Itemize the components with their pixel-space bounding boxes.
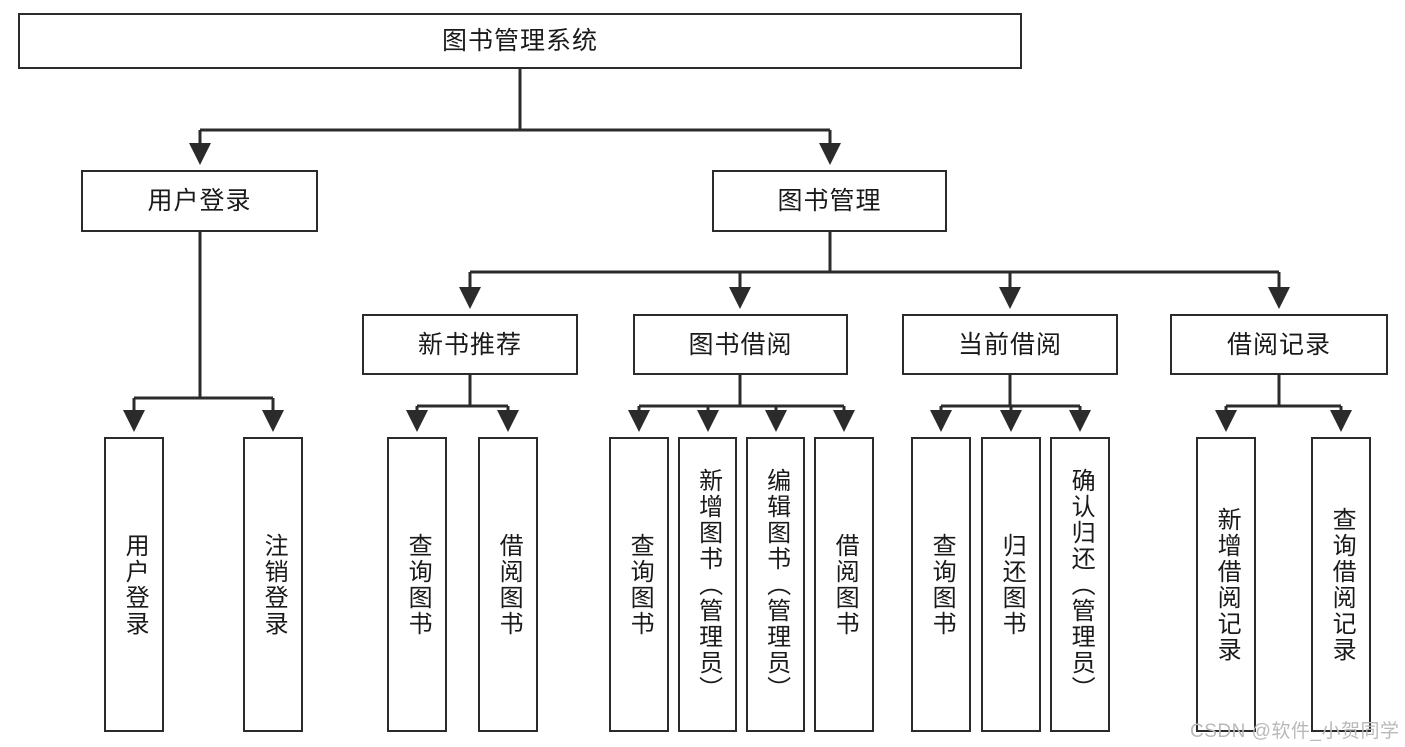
node-leaf-borrow-book-1[interactable]: 借阅图书	[478, 437, 538, 732]
node-label: 借阅图书	[495, 532, 523, 637]
node-leaf-user-logout[interactable]: 注销登录	[243, 437, 303, 732]
node-root[interactable]: 图书管理系统	[18, 13, 1022, 69]
node-leaf-add-record[interactable]: 新增借阅记录	[1196, 437, 1256, 732]
node-leaf-add-book[interactable]: 新增图书（管理员）	[678, 437, 737, 732]
node-label: 注销登录	[260, 532, 288, 637]
node-label: 借阅图书	[831, 532, 859, 637]
node-leaf-query-record[interactable]: 查询借阅记录	[1311, 437, 1371, 732]
node-label: 新增借阅记录	[1213, 506, 1241, 663]
node-label: 编辑图书（管理员）	[762, 467, 790, 702]
watermark: CSDN @软件_小贺同学	[1190, 721, 1400, 742]
node-leaf-query-book-1[interactable]: 查询图书	[387, 437, 447, 732]
node-book-borrow[interactable]: 图书借阅	[633, 314, 848, 375]
node-label: 查询图书	[404, 532, 432, 637]
node-leaf-user-login[interactable]: 用户登录	[104, 437, 164, 732]
node-borrow-record[interactable]: 借阅记录	[1170, 314, 1388, 375]
node-label: 新增图书（管理员）	[694, 467, 722, 702]
node-label: 查询图书	[928, 532, 956, 637]
node-new-book-recommend[interactable]: 新书推荐	[362, 314, 578, 375]
node-book-manage[interactable]: 图书管理	[712, 170, 947, 232]
node-leaf-query-book-2[interactable]: 查询图书	[609, 437, 669, 732]
node-leaf-query-book-3[interactable]: 查询图书	[911, 437, 971, 732]
node-leaf-return-book[interactable]: 归还图书	[981, 437, 1041, 732]
node-leaf-edit-book[interactable]: 编辑图书（管理员）	[746, 437, 805, 732]
node-label: 归还图书	[998, 532, 1026, 637]
node-user-login[interactable]: 用户登录	[81, 170, 318, 232]
node-label: 确认归还（管理员）	[1067, 467, 1095, 702]
node-current-borrow[interactable]: 当前借阅	[902, 314, 1118, 375]
node-leaf-borrow-book-2[interactable]: 借阅图书	[814, 437, 874, 732]
node-label: 用户登录	[121, 532, 149, 637]
node-label: 查询图书	[626, 532, 654, 637]
node-leaf-confirm-return[interactable]: 确认归还（管理员）	[1050, 437, 1110, 732]
node-label: 查询借阅记录	[1328, 506, 1356, 663]
